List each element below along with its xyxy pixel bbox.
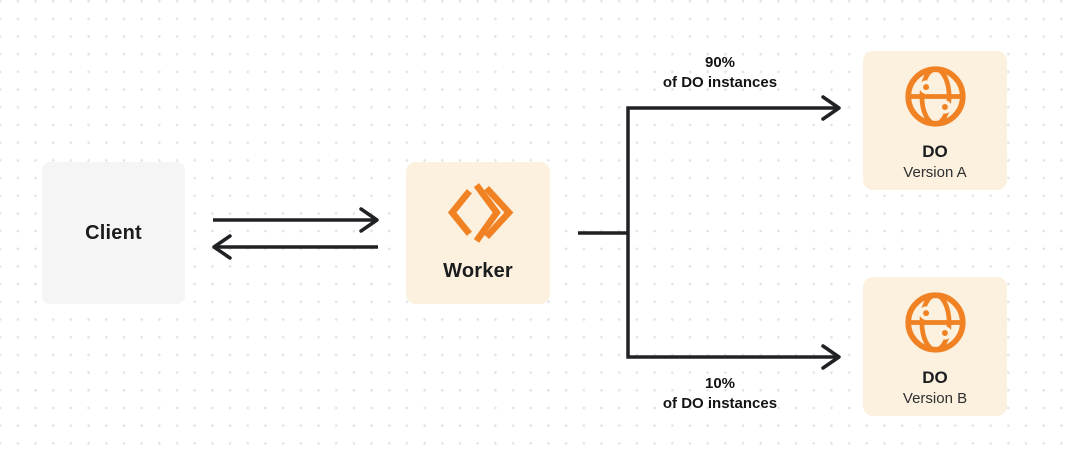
- split-bottom-percent: 10%: [704, 375, 736, 392]
- globe-dot-upper: [918, 306, 933, 320]
- globe-dot-lower: [937, 100, 952, 114]
- worker-node: Worker: [406, 162, 550, 304]
- wire-group: [212, 95, 841, 370]
- split-top-caption: of DO instances: [662, 73, 778, 91]
- split-top-percent: 90%: [704, 54, 736, 71]
- split-branch-lines: [626, 106, 839, 359]
- worker-to-client-arrowhead-icon: [212, 234, 232, 260]
- globe-dot-upper: [918, 80, 933, 94]
- do-version-b-node: DO Version B: [863, 277, 1007, 416]
- client-to-worker-arrowhead-icon: [359, 207, 379, 233]
- client-node: Client: [42, 162, 185, 304]
- globe-icon: [904, 66, 966, 127]
- do-a-title: DO: [922, 142, 948, 161]
- split-top-arrowhead-icon: [821, 95, 841, 121]
- client-label: Client: [85, 221, 142, 244]
- do-a-subtitle: Version A: [903, 164, 967, 182]
- split-bottom-arrowhead-icon: [821, 344, 841, 370]
- do-b-subtitle: Version B: [902, 390, 968, 408]
- split-top-label: 90% of DO instances: [620, 53, 820, 92]
- split-bottom-caption: of DO instances: [662, 394, 778, 412]
- do-b-title: DO: [922, 368, 948, 387]
- workers-icon: [447, 183, 513, 243]
- globe-dot-lower: [937, 326, 952, 340]
- split-bottom-label: 10% of DO instances: [620, 374, 820, 413]
- globe-icon: [904, 292, 966, 353]
- do-version-a-node: DO Version A: [863, 51, 1007, 190]
- worker-label: Worker: [443, 260, 513, 282]
